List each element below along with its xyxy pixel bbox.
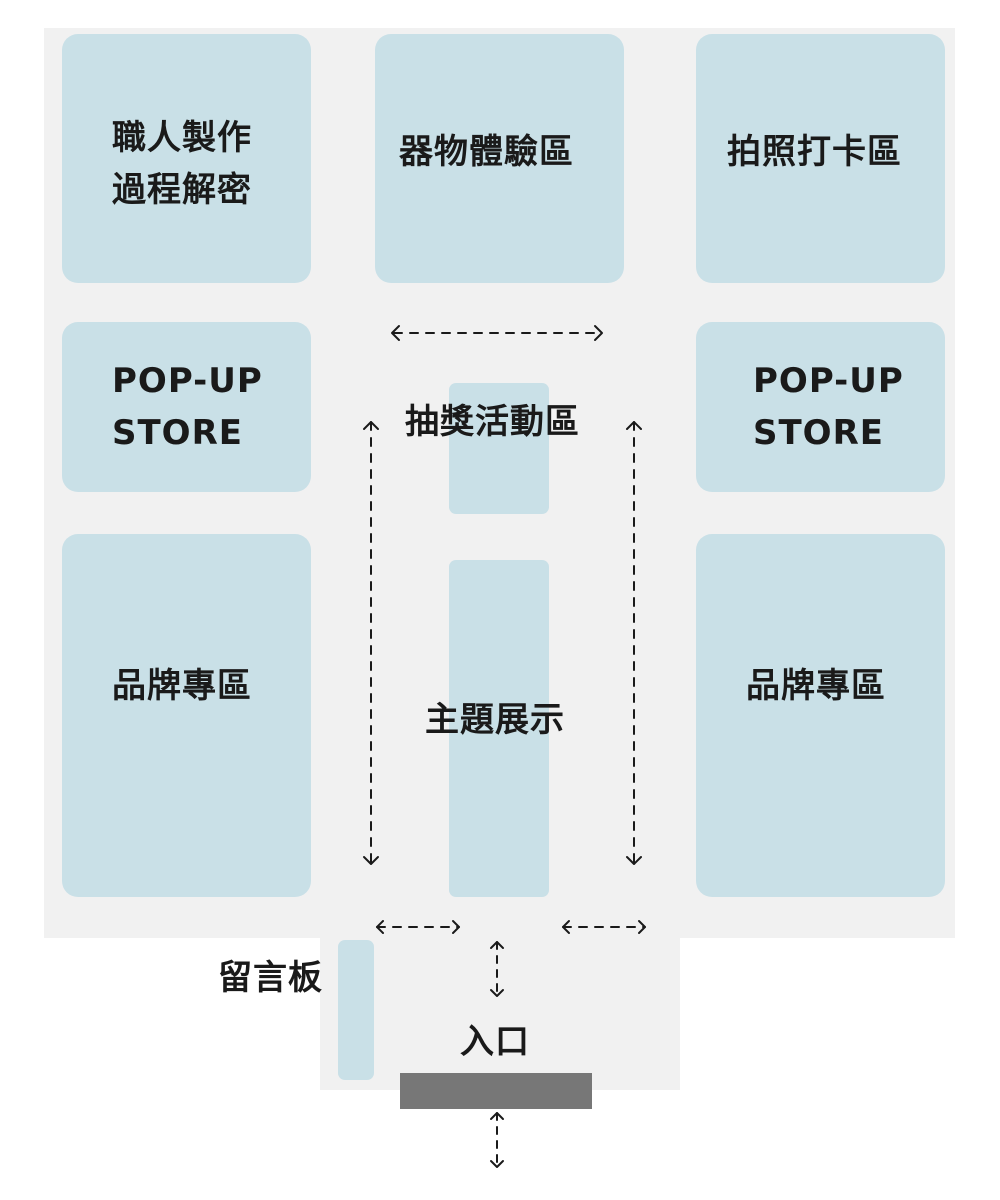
label-vessel-experience: 器物體驗區 [399,132,574,172]
zone-vessel-experience[interactable] [375,34,624,283]
label-photo-spot: 拍照打卡區 [727,132,902,172]
arrow-horizontal-bottom-right [562,920,646,934]
label-brand-right: 品牌專區 [746,666,886,706]
label-popup-store-right: POP-UP STORE [753,361,904,453]
arrow-vertical-right [626,421,642,865]
zone-popup-store-right[interactable] [696,322,945,492]
zone-message-board[interactable] [338,940,374,1080]
zone-craft-process[interactable] [62,34,311,283]
entrance-door[interactable] [400,1073,592,1109]
arrow-horizontal-top [391,325,603,341]
zone-popup-store-left[interactable] [62,322,311,492]
zone-lottery[interactable] [449,383,549,514]
zone-photo-spot[interactable] [696,34,945,283]
arrow-vertical-left [363,421,379,865]
label-message-board: 留言板 [218,958,323,998]
label-brand-left: 品牌專區 [112,666,252,706]
arrow-vertical-entrance-outer [490,1112,504,1168]
label-lottery: 抽獎活動區 [405,402,580,442]
arrow-vertical-entrance-inner [490,941,504,997]
zone-brand-left[interactable] [62,534,311,897]
zone-theme-display[interactable] [449,560,549,897]
arrow-horizontal-bottom-left [376,920,460,934]
label-theme-display: 主題展示 [425,700,565,740]
label-entrance: 入口 [460,1022,530,1062]
label-popup-store-left: POP-UP STORE [112,361,263,453]
zone-brand-right[interactable] [696,534,945,897]
label-craft-process: 職人製作 過程解密 [112,118,252,210]
entrance-hall-floor [320,930,680,1090]
